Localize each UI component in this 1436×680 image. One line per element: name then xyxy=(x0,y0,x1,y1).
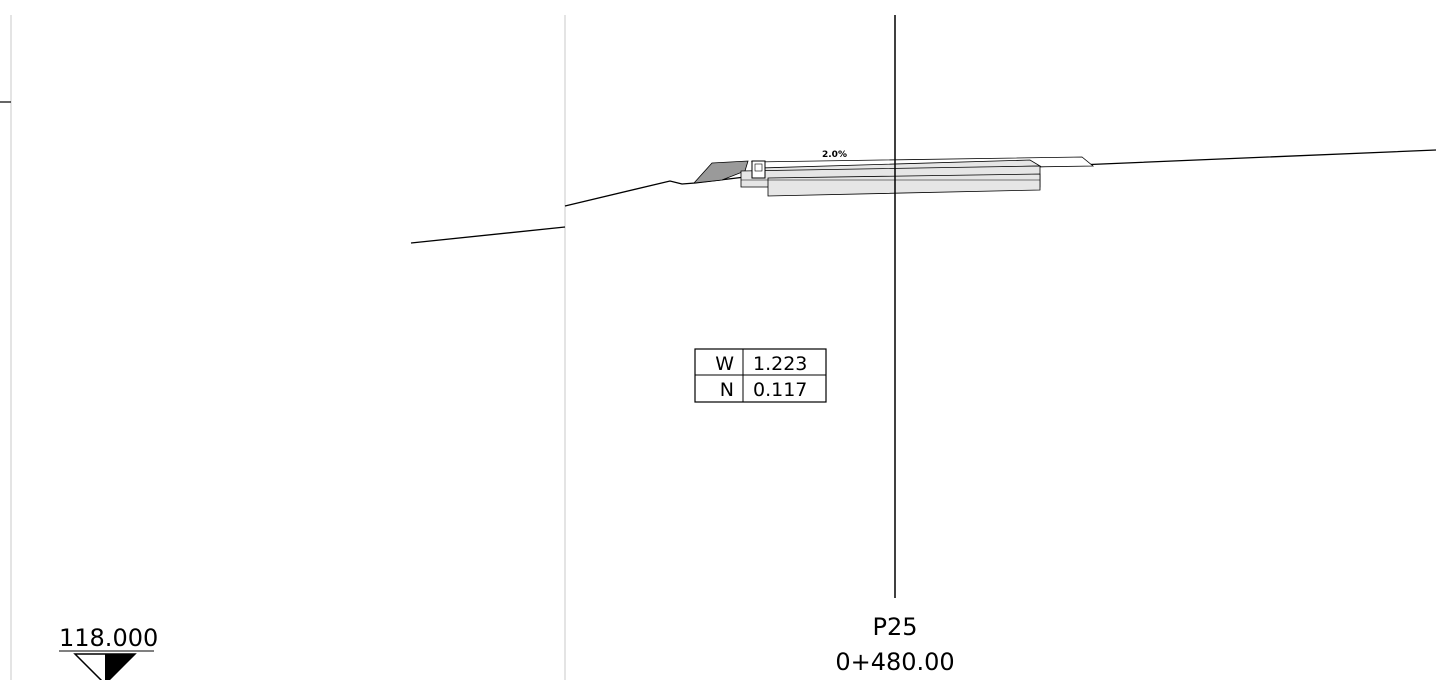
elevation-label: 118.000 xyxy=(59,624,158,652)
quantity-value-w: 1.223 xyxy=(753,353,807,375)
quantity-value-n: 0.117 xyxy=(753,379,807,401)
ground-line-left xyxy=(410,226,566,244)
pavement-subbase-layer xyxy=(767,173,1041,197)
elevation-triangle-fill xyxy=(105,654,135,680)
quantity-table: W 1.223 N 0.117 xyxy=(694,348,827,403)
quantity-code-n: N xyxy=(720,379,734,401)
station-chainage: 0+480.00 xyxy=(835,648,954,676)
quantity-code-w: W xyxy=(715,353,734,375)
shoulder-fill xyxy=(693,160,749,184)
elevation-marker: 118.000 xyxy=(59,624,158,680)
kerb-inner xyxy=(754,163,763,172)
station-name: P25 xyxy=(872,613,917,641)
slope-label: 2.0% xyxy=(822,150,847,160)
